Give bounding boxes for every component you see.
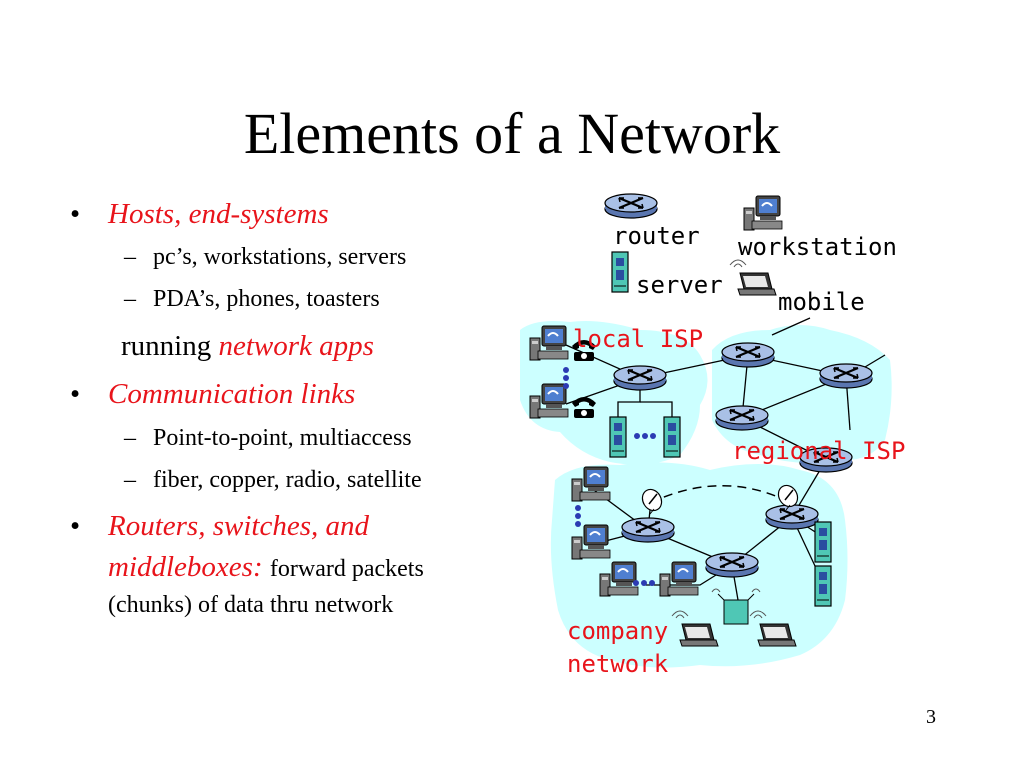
company-router-icon (704, 551, 760, 579)
ellipsis-dots (634, 433, 656, 439)
bullet-routers: Routers, switches, and (108, 510, 369, 542)
legend-server-label: server (636, 271, 723, 299)
regional-isp-router-icon (818, 362, 874, 390)
satellite-link (649, 484, 786, 504)
regional-isp-router-icon (714, 404, 770, 432)
company-server-icon (814, 565, 832, 607)
sub-bullet: – (124, 425, 136, 451)
forward-packets-text: forward packets (269, 556, 424, 582)
legend-workstation-label: workstation (738, 233, 897, 261)
bullet-dot: • (70, 510, 81, 542)
running-text: running (121, 330, 212, 362)
regional-isp-label: regional ISP (732, 437, 905, 465)
sub-bullet-pcs: pc’s, workstations, servers (153, 244, 407, 270)
ellipsis-dots (563, 367, 569, 389)
legend-workstation-icon (743, 195, 783, 231)
legend-mobile-label: mobile (778, 288, 865, 316)
local-isp-server-icon (663, 416, 681, 458)
running-line: running network apps (121, 330, 374, 363)
sub-bullet-pdas: PDA’s, phones, toasters (153, 286, 380, 312)
bullet-links: Communication links (108, 378, 356, 410)
routers-line2: middleboxes: forward packets (108, 551, 424, 584)
slide-title: Elements of a Network (243, 101, 781, 166)
company-router-icon (620, 516, 676, 544)
legend-mobile-icon (729, 259, 777, 296)
legend-server-icon (611, 251, 629, 293)
local-isp-router-icon (612, 364, 668, 392)
company-label-line1: company (567, 617, 668, 645)
sub-bullet: – (124, 244, 136, 270)
local-isp-server-icon (609, 416, 627, 458)
regional-isp-router-icon (720, 341, 776, 369)
sub-bullet: – (124, 286, 136, 312)
local-isp-label: local ISP (573, 325, 703, 353)
bullet-dot: • (70, 198, 81, 230)
bullet-dot: • (70, 378, 81, 410)
company-router-icon (764, 503, 820, 531)
ellipsis-dots (575, 505, 655, 586)
routers-line3: (chunks) of data thru network (108, 592, 394, 618)
legend-router-label: router (613, 222, 700, 250)
bullet-hosts: Hosts, end-systems (108, 198, 329, 230)
network-apps-text: network apps (218, 330, 374, 362)
sub-bullet-p2p: Point-to-point, multiaccess (153, 425, 412, 451)
middleboxes-text: middleboxes: (108, 551, 263, 583)
sub-bullet: – (124, 467, 136, 493)
company-label-line2: network (567, 650, 669, 678)
legend-router-icon (603, 192, 659, 220)
page-number: 3 (926, 706, 936, 728)
sub-bullet-media: fiber, copper, radio, satellite (153, 467, 422, 493)
company-server-icon (814, 521, 832, 563)
wireless-access-point-icon (711, 588, 761, 625)
